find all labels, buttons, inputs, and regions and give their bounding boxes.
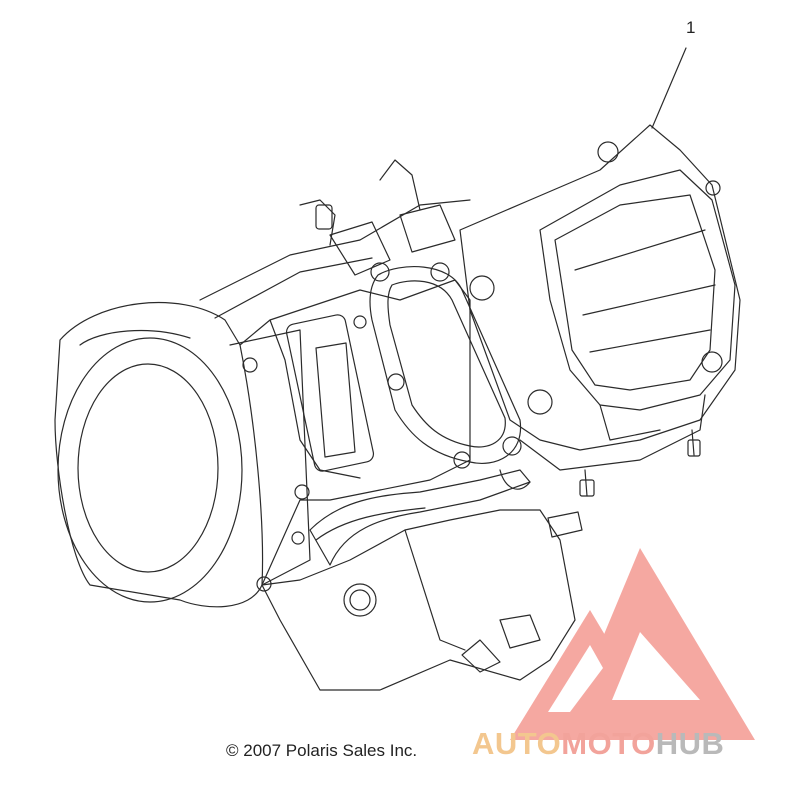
crankcase-outline <box>239 279 471 586</box>
intake-flange <box>285 314 375 472</box>
cylinder-head <box>459 124 741 451</box>
lower-case-outline <box>261 509 576 691</box>
automotohub-watermark: AUTOMOTOHUB <box>472 726 724 762</box>
valve-cover <box>539 169 736 411</box>
watermark-moto: MOTO <box>561 726 656 761</box>
watermark-hub: HUB <box>655 726 725 761</box>
automotohub-logo-icon <box>510 548 755 740</box>
copyright-notice: © 2007 Polaris Sales Inc. <box>226 741 418 760</box>
callout-label-1: 1 <box>686 18 696 37</box>
coolant-hose <box>309 469 531 566</box>
callout-leader-line <box>651 47 687 129</box>
engine-assembly-drawing <box>54 47 741 691</box>
watermark-auto: AUTO <box>472 726 562 761</box>
clutch-cover-face <box>57 337 243 603</box>
clutch-cover-inner <box>77 363 219 573</box>
throttle-body-cover <box>369 266 522 464</box>
clutch-cover-outline <box>54 302 264 608</box>
